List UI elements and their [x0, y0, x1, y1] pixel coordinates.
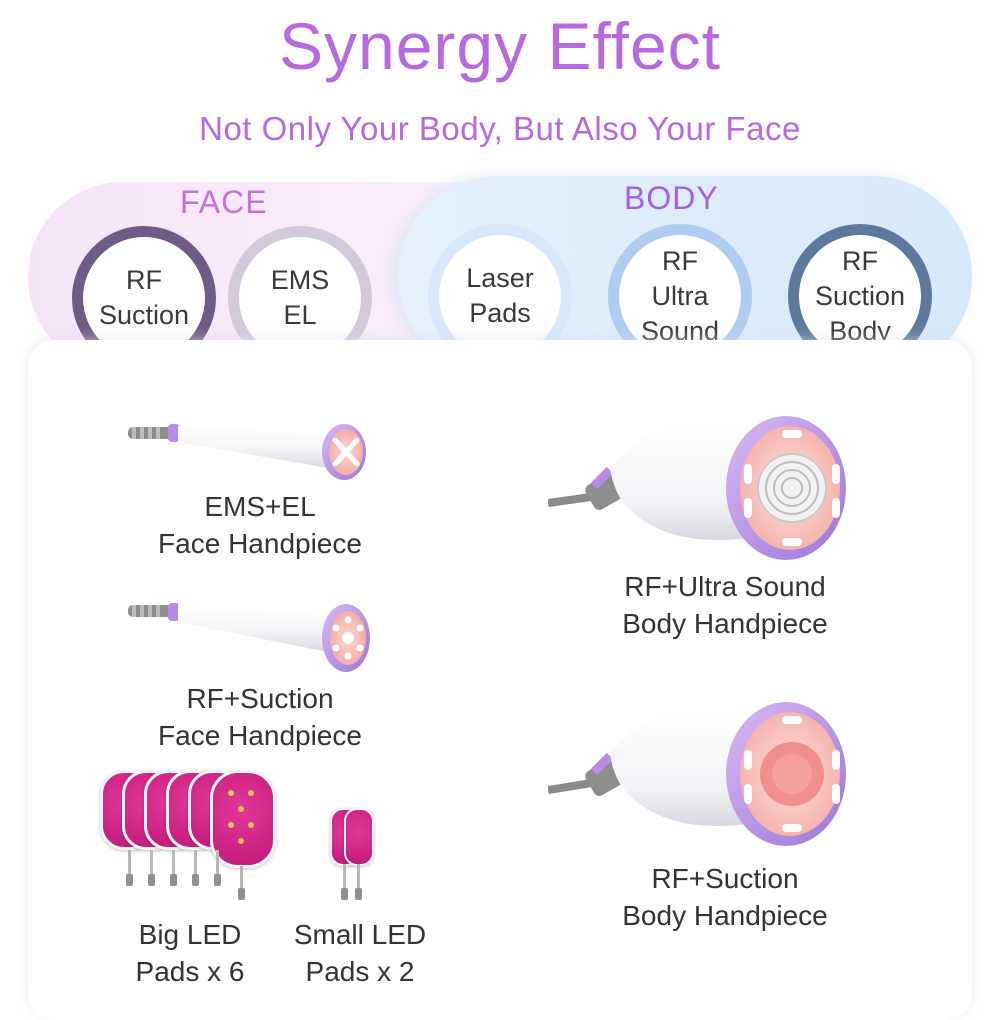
body-handpiece-icon: [548, 416, 846, 560]
rf-suction-face-handpiece-label: RF+Suction Face Handpiece: [158, 683, 362, 751]
rf-ultra-sound-body-handpiece-label: RF+Ultra Sound Body Handpiece: [622, 571, 828, 639]
face-group-label: FACE: [180, 184, 268, 220]
body-group-label: BODY: [624, 180, 719, 216]
led-pad-icon: [330, 808, 400, 908]
big-led-pads-label: Big LED Pads x 6: [135, 919, 245, 987]
ems-el-face-handpiece-label: EMS+EL Face Handpiece: [158, 491, 362, 559]
page-title: Synergy Effect: [278, 9, 721, 83]
face-handpiece-icon: [128, 603, 370, 672]
rf-suction-body-handpiece-label: RF+Suction Body Handpiece: [622, 863, 828, 931]
led-pad-icon: [100, 770, 285, 900]
body-handpiece-icon: [548, 702, 846, 846]
page-subtitle: Not Only Your Body, But Also Your Face: [199, 110, 801, 147]
face-handpiece-icon: [128, 424, 366, 480]
small-led-pads-label: Small LED Pads x 2: [293, 919, 427, 987]
